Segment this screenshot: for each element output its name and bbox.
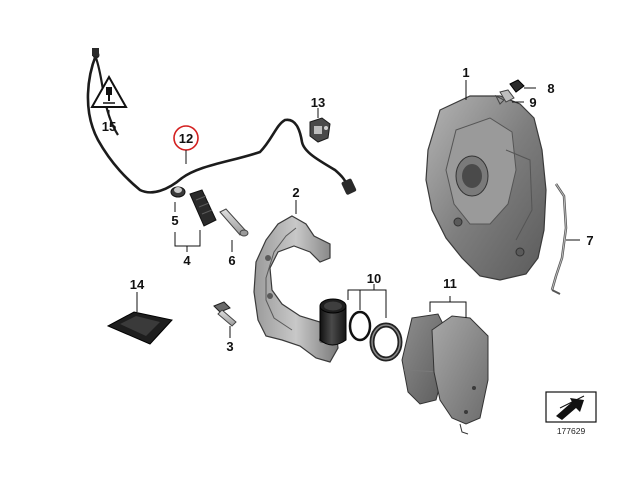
leader-10-bracket <box>347 289 387 318</box>
callout-1[interactable]: 1 <box>462 65 469 80</box>
brake-caliper[interactable] <box>425 95 547 281</box>
grease-packet[interactable] <box>106 311 173 345</box>
bleeder-screw[interactable] <box>494 89 515 105</box>
callout-2[interactable]: 2 <box>292 185 299 200</box>
callout-4[interactable]: 4 <box>183 253 191 268</box>
guide-bushing[interactable] <box>170 186 186 198</box>
leader-4-bracket <box>174 230 201 247</box>
callout-14[interactable]: 14 <box>130 277 145 292</box>
leader-11-bracket <box>429 301 467 318</box>
brake-pad-inner[interactable] <box>431 315 489 435</box>
callout-9[interactable]: 9 <box>529 95 536 110</box>
callout-5[interactable]: 5 <box>171 213 178 228</box>
callout-3[interactable]: 3 <box>226 339 233 354</box>
callout-12[interactable]: 12 <box>179 131 193 146</box>
callout-11[interactable]: 11 <box>443 276 457 291</box>
bleeder-cap[interactable] <box>509 79 525 93</box>
callout-15[interactable]: 15 <box>102 119 116 134</box>
electrical-warning-triangle-icon <box>90 74 128 108</box>
cable-connector-clip[interactable] <box>309 117 331 143</box>
callout-13[interactable]: 13 <box>311 95 325 110</box>
callout-6[interactable]: 6 <box>228 253 235 268</box>
brake-wear-sensor-cable[interactable] <box>86 48 357 195</box>
callout-7[interactable]: 7 <box>586 233 593 248</box>
diagram-id: 177629 <box>557 426 586 436</box>
callout-8[interactable]: 8 <box>547 81 554 96</box>
arrow-nav-icon[interactable] <box>545 391 597 423</box>
callout-10[interactable]: 10 <box>367 271 381 286</box>
guide-pin[interactable] <box>219 208 249 237</box>
anti-rattle-spring[interactable] <box>550 183 568 295</box>
carrier-bolt[interactable] <box>213 301 237 327</box>
piston-dust-seal[interactable] <box>348 310 372 342</box>
caliper-piston[interactable] <box>319 298 347 346</box>
dust-boot[interactable] <box>189 189 217 227</box>
piston-seal-ring[interactable] <box>369 322 403 362</box>
